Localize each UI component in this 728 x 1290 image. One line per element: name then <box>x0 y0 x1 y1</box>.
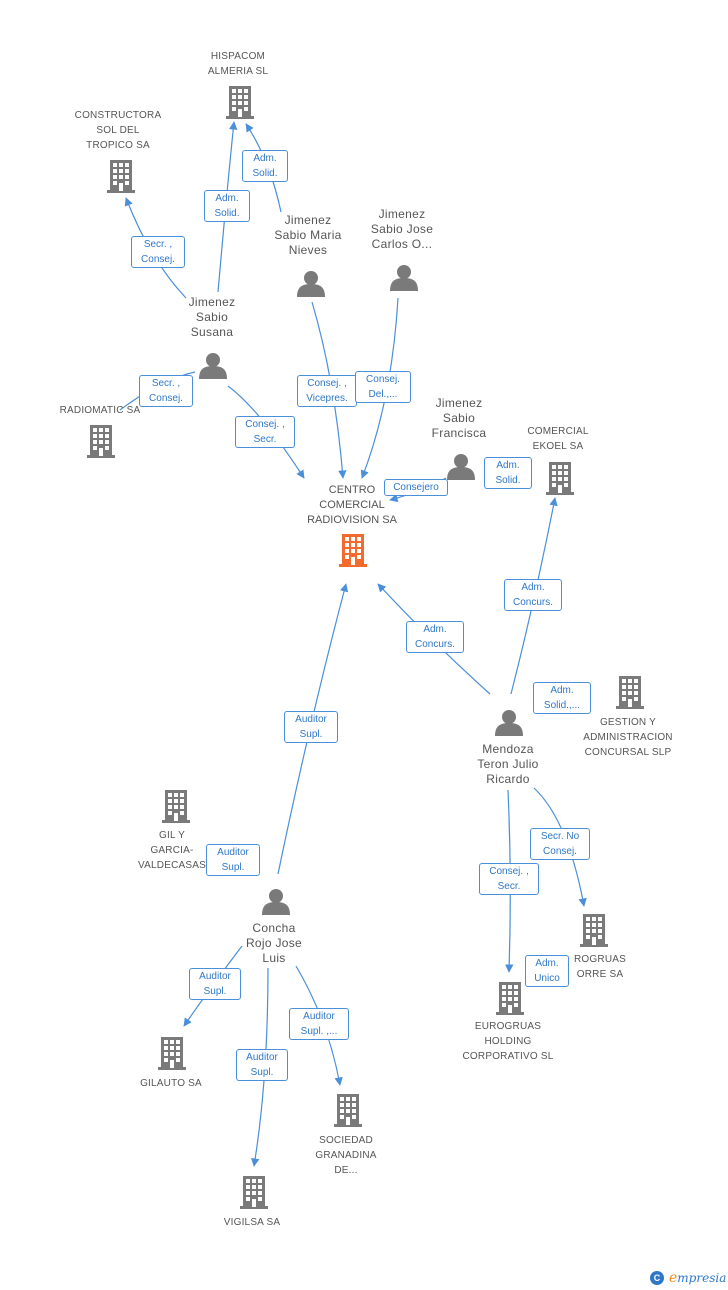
person-label-francisca[interactable]: Jimenez Sabio Francisca <box>431 396 487 440</box>
sociedad-building-icon <box>334 1094 362 1127</box>
edge-label-francisca-center[interactable]: Consejero <box>384 479 448 496</box>
person-label-maria-nieves[interactable]: Jimenez Sabio Maria Nieves <box>274 213 342 257</box>
company-label-eurogruas-torre[interactable]: ROGRUAS ORRE SA <box>574 954 626 980</box>
edge-label-mendoza-center[interactable]: Adm. Concurs. <box>406 621 464 653</box>
person-label-concha[interactable]: Concha Rojo Jose Luis <box>245 921 303 965</box>
person-label-jose-carlos[interactable]: Jimenez Sabio Jose Carlos O... <box>370 207 434 251</box>
edge-label-mendoza-holding[interactable]: Consej. , Secr. <box>479 863 539 895</box>
company-label-vigilsa[interactable]: VIGILSA SA <box>223 1217 281 1228</box>
edge-label-josecarlos-center[interactable]: Consej. Del.,... <box>355 371 411 403</box>
holding-building-icon <box>496 982 524 1015</box>
company-label-gilauto[interactable]: GILAUTO SA <box>140 1078 202 1089</box>
josecarlos-person-icon <box>390 265 418 291</box>
company-label-eurogruas-holding[interactable]: EUROGRUAS HOLDING CORPORATIVO SL <box>462 1021 554 1062</box>
concha-person-icon <box>262 889 290 915</box>
hispacom-building-icon <box>226 86 254 119</box>
gestion-building-icon <box>616 676 644 709</box>
edge-label-susana-hispacom[interactable]: Adm. Solid. <box>204 190 250 222</box>
edge-label-mendoza-torre[interactable]: Secr. No Consej. <box>530 828 590 860</box>
company-label-sociedad[interactable]: SOCIEDAD GRANADINA DE... <box>315 1135 377 1176</box>
edge-label-mendoza-gestion[interactable]: Adm. Solid.,... <box>533 682 591 714</box>
edge-label-concha-sociedad[interactable]: Auditor Supl. ,... <box>289 1008 349 1040</box>
francisca-person-icon <box>447 454 475 480</box>
radiomatic-building-icon <box>87 425 115 458</box>
empresia-logo[interactable]: C empresia <box>650 1270 728 1288</box>
company-label-gil[interactable]: GIL Y GARCIA- VALDECASAS <box>138 830 206 871</box>
ekoel-building-icon <box>546 462 574 495</box>
person-label-mendoza[interactable]: Mendoza Teron Julio Ricardo <box>477 742 539 786</box>
edge-label-concha-gil[interactable]: Auditor Supl. <box>206 844 260 876</box>
edge-label-concha-gilauto[interactable]: Auditor Supl. <box>189 968 241 1000</box>
susana-person-icon <box>199 353 227 379</box>
edge-label-susana-center[interactable]: Consej. , Secr. <box>235 416 295 448</box>
edge-label-concha-vigilsa[interactable]: Auditor Supl. <box>236 1049 288 1081</box>
mendoza-person-icon <box>495 710 523 736</box>
edge-label-nieves-hispacom[interactable]: Adm. Solid. <box>242 150 288 182</box>
company-label-hispacom[interactable]: HISPACOM ALMERIA SL <box>207 51 269 77</box>
edge-label-mendoza-ekoel[interactable]: Adm. Concurs. <box>504 579 562 611</box>
company-label-constructora[interactable]: CONSTRUCTORA SOL DEL TROPICO SA <box>74 110 162 151</box>
gilauto-building-icon <box>158 1037 186 1070</box>
copyright-icon: C <box>650 1271 664 1285</box>
center-company-label[interactable]: CENTRO COMERCIAL RADIOVISION SA <box>307 484 397 526</box>
nieves-person-icon <box>297 271 325 297</box>
edge-label-francisca-ekoel[interactable]: Adm. Solid. <box>484 457 532 489</box>
constructora-building-icon <box>107 160 135 193</box>
company-label-gestion[interactable]: GESTION Y ADMINISTRACION CONCURSAL SLP <box>583 717 673 758</box>
edge-label-susana-constructora[interactable]: Secr. , Consej. <box>131 236 185 268</box>
edge-label-concha-center[interactable]: Auditor Supl. <box>284 711 338 743</box>
person-label-susana[interactable]: Jimenez Sabio Susana <box>188 295 236 339</box>
company-label-radiomatic[interactable]: RADIOMATIC SA <box>59 405 141 416</box>
torre-building-icon <box>580 914 608 947</box>
edge-label-susana-radiomatic[interactable]: Secr. , Consej. <box>139 375 193 407</box>
vigilsa-building-icon <box>240 1176 268 1209</box>
edge-label-holding-torre[interactable]: Adm. Unico <box>525 955 569 987</box>
brand-name: empresia <box>669 1270 727 1286</box>
center-building-icon <box>339 534 367 567</box>
gil-building-icon <box>162 790 190 823</box>
company-label-comercial-ekoel[interactable]: COMERCIAL EKOEL SA <box>527 426 589 452</box>
edge-label-nieves-center[interactable]: Consej. , Vicepres. <box>297 375 357 407</box>
